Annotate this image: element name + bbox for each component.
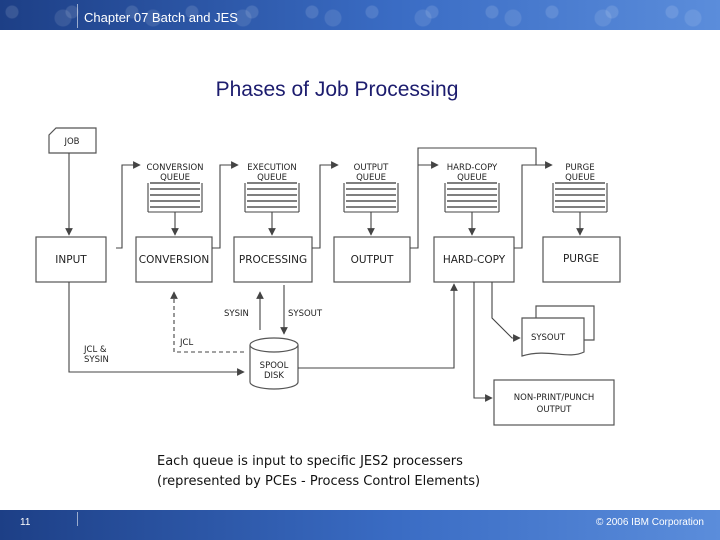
queue-label-execution-1: EXECUTION [247, 163, 296, 173]
page-number: 11 [20, 517, 31, 528]
copyright-text: © 2006 IBM Corporation [596, 517, 704, 528]
jcl-sysin-label-2: SYSIN [84, 355, 109, 365]
queue-label-purge-1: PURGE [565, 163, 594, 173]
queue-label-output-2: QUEUE [356, 173, 386, 183]
phase-box-input [35, 236, 107, 283]
queue-label-execution-2: QUEUE [257, 173, 287, 183]
processing-to-output-queue-arrow [312, 161, 339, 249]
input-to-spool-arrow [68, 282, 245, 376]
phase-box-processing [233, 236, 313, 283]
queue-stack-purge [552, 182, 608, 213]
queue-label-hard-copy-1: HARD-COPY [447, 163, 498, 173]
phase-label-purge: PURGE [563, 253, 599, 265]
phase-label-hard-copy: HARD-COPY [443, 254, 506, 266]
queue-label-conversion-1: CONVERSION [146, 163, 203, 173]
nonprint-label-2: OUTPUT [537, 405, 572, 415]
phase-label-input: INPUT [55, 254, 87, 266]
spool-to-hard-copy-arrow [298, 283, 458, 369]
queue-stack-hard-copy [444, 182, 500, 213]
hard-copy-to-nonprint-arrow [473, 282, 493, 402]
spool-label-1: SPOOL [260, 361, 289, 371]
phase-box-purge [542, 236, 621, 283]
slide-title-text: Phases of Job Processing [215, 78, 459, 101]
queue-label-hard-copy-2: QUEUE [457, 173, 487, 183]
header-divider [77, 4, 78, 28]
sysout-doc-label: SYSOUT [531, 333, 566, 343]
sysout-label: SYSOUT [288, 309, 323, 319]
footer-divider [77, 512, 78, 526]
spool-disk [249, 337, 299, 390]
phase-box-hard-copy [433, 236, 515, 283]
sysout-document [521, 305, 595, 357]
job-label: JOB [63, 137, 79, 147]
conversion-to-execution-queue-arrow [212, 161, 239, 249]
queue-stack-conversion [147, 182, 203, 213]
queue-stack-output [343, 182, 399, 213]
hard-copy-to-sysout-arrow [491, 282, 521, 342]
job-card [48, 127, 97, 154]
sysin-label: SYSIN [224, 309, 249, 319]
spool-label-2: DISK [264, 371, 284, 381]
phase-box-output [333, 236, 411, 283]
jcl-dashed-arrow [170, 291, 244, 353]
queue-stack-execution [244, 182, 300, 213]
queue-label-conversion-2: QUEUE [160, 173, 190, 183]
hard-copy-to-purge-queue-arrow [514, 164, 540, 249]
caption-line-1: Each queue is input to specific JES2 pro… [157, 454, 463, 469]
phase-box-conversion [135, 236, 213, 283]
jcl-sysin-label-1: JCL & [83, 345, 107, 355]
phase-label-conversion: CONVERSION [139, 254, 209, 266]
input-to-conversion-queue-arrow [116, 161, 141, 249]
header-bar [0, 0, 720, 30]
jcl-label: JCL [179, 338, 193, 348]
queue-label-purge-2: QUEUE [565, 173, 595, 183]
nonprint-box [493, 379, 615, 426]
slide-title: Phases of Job Processing [0, 78, 720, 102]
caption-line-2: (represented by PCEs - Process Control E… [157, 474, 480, 489]
nonprint-label-1: NON-PRINT/PUNCH [514, 393, 594, 403]
footer-bar [0, 510, 720, 540]
phase-label-processing: PROCESSING [239, 254, 307, 266]
phase-label-output: OUTPUT [351, 254, 394, 266]
queue-label-output-1: OUTPUT [354, 163, 389, 173]
chapter-title: Chapter 07 Batch and JES [84, 10, 238, 25]
